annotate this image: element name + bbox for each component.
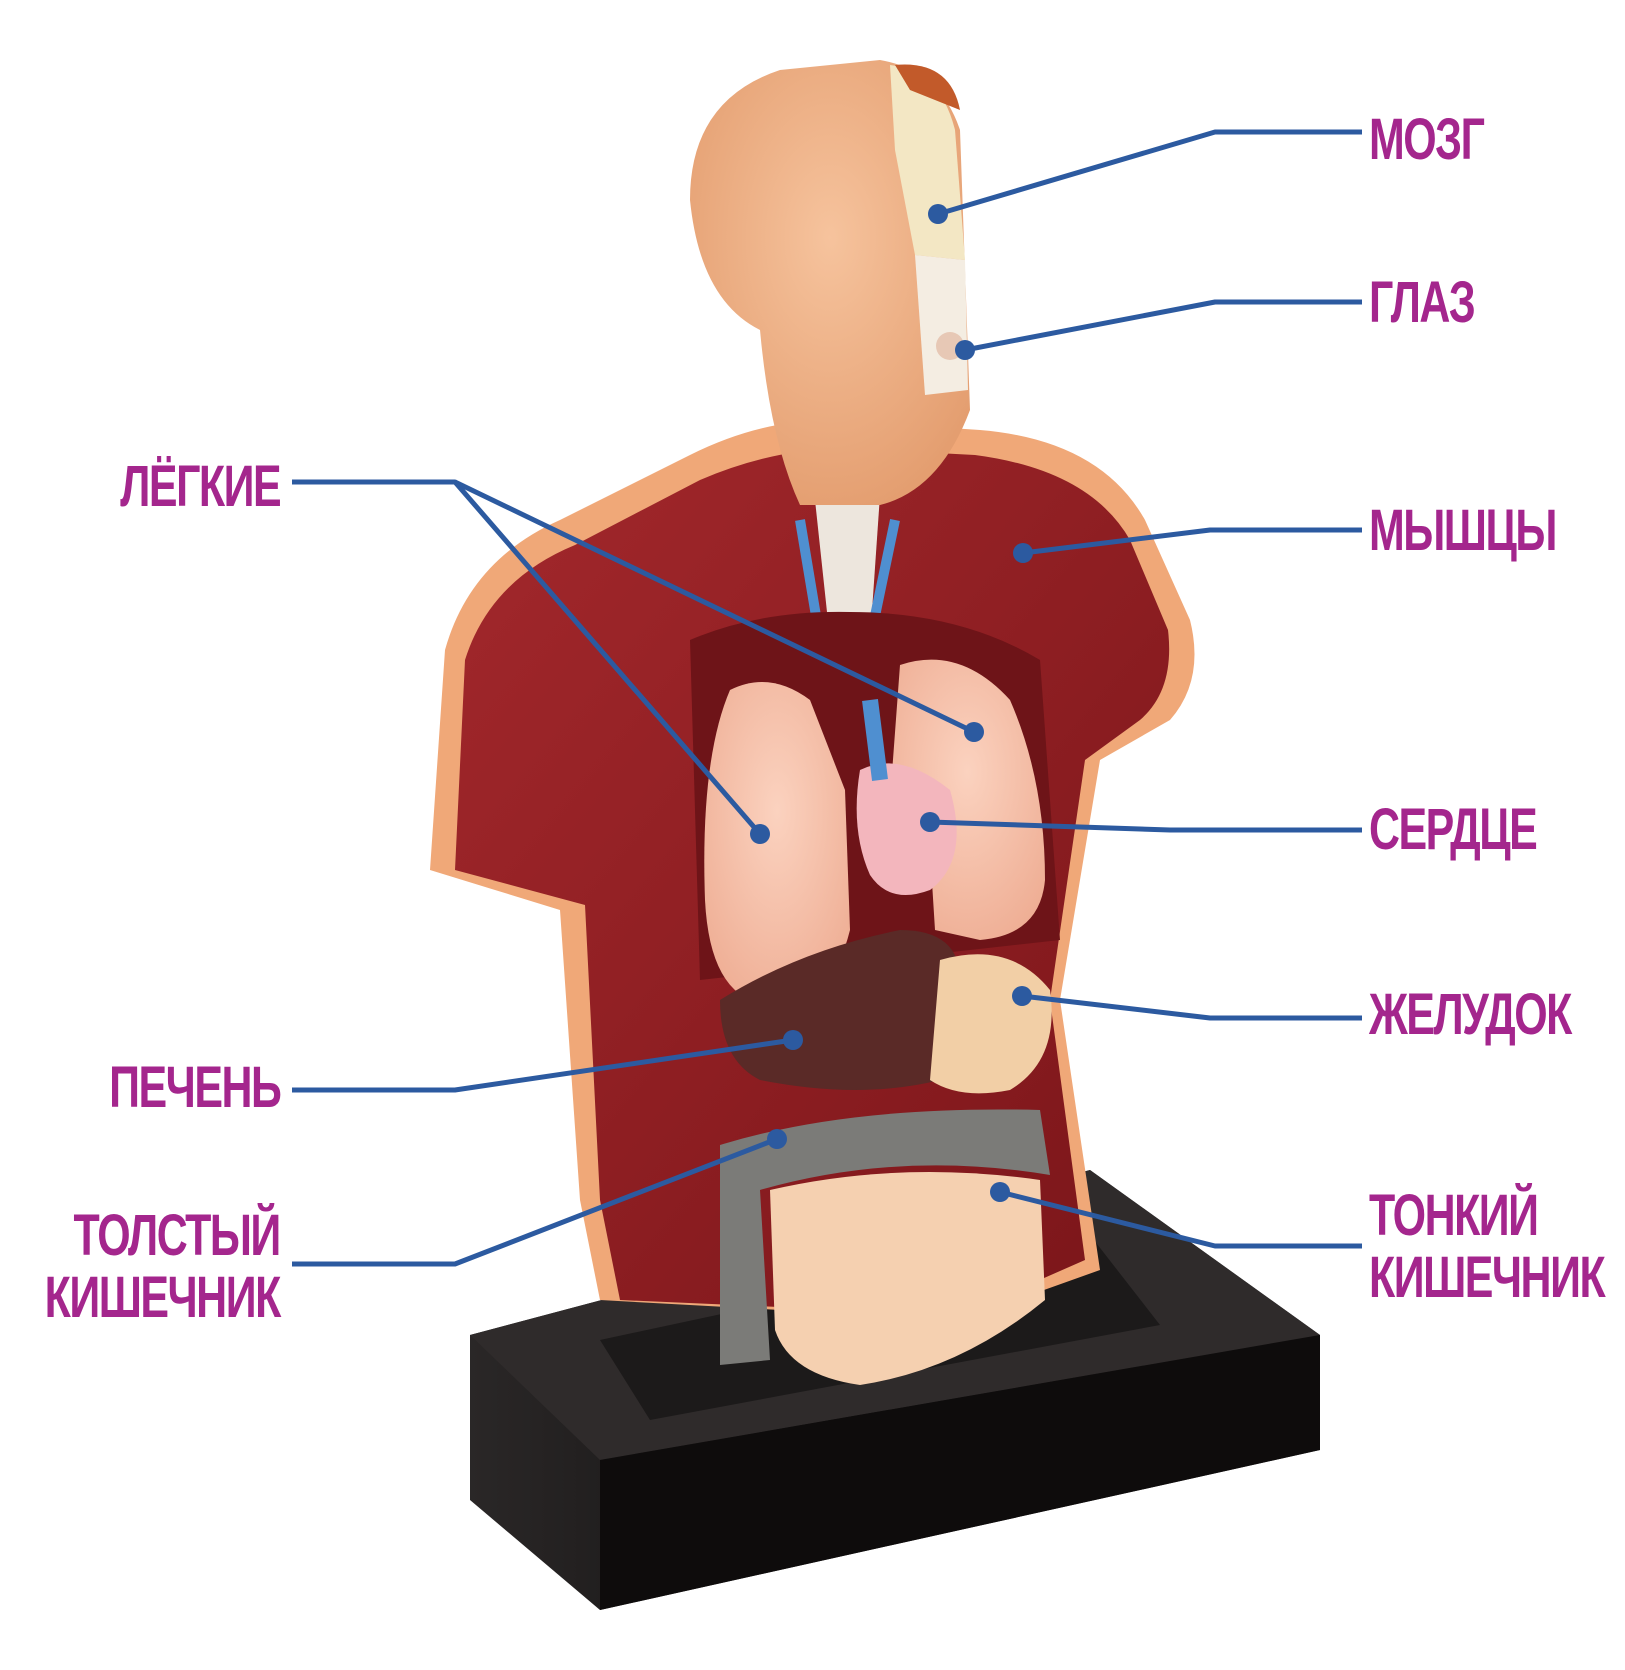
leader-lungs-b (455, 482, 974, 732)
label-liver-text: ПЕЧЕНЬ (109, 1057, 280, 1119)
leader-brain (938, 132, 1362, 214)
label-small-intestine-line1: ТОНКИЙ (1369, 1185, 1604, 1247)
label-lungs: ЛЁГКИЕ (120, 456, 280, 518)
leader-liver (292, 1040, 793, 1090)
label-stomach: ЖЕЛУДОК (1369, 984, 1571, 1046)
leader-heart (930, 822, 1362, 830)
label-muscles: МЫШЦЫ (1369, 500, 1556, 562)
label-large-intestine-line1: ТОЛСТЫЙ (45, 1205, 280, 1267)
leader-large-intestine (292, 1139, 777, 1264)
leader-stomach-dot (1012, 986, 1032, 1006)
leader-lungs-a (292, 482, 760, 834)
label-heart: СЕРДЦЕ (1369, 799, 1536, 861)
label-large-intestine: ТОЛСТЫЙ КИШЕЧНИК (45, 1205, 280, 1329)
leader-lungs-a-dot (750, 824, 770, 844)
label-stomach-text: ЖЕЛУДОК (1369, 984, 1571, 1046)
label-liver: ПЕЧЕНЬ (109, 1057, 280, 1119)
label-small-intestine: ТОНКИЙ КИШЕЧНИК (1369, 1185, 1604, 1309)
label-small-intestine-line2: КИШЕЧНИК (1369, 1247, 1604, 1309)
leader-liver-dot (783, 1030, 803, 1050)
leader-eye (965, 302, 1362, 350)
leader-muscles (1023, 530, 1362, 553)
leader-muscles-dot (1013, 543, 1033, 563)
leader-small-intestine-dot (990, 1182, 1010, 1202)
leader-stomach (1022, 996, 1362, 1018)
label-eye-text: ГЛАЗ (1369, 272, 1474, 334)
label-eye: ГЛАЗ (1369, 272, 1474, 334)
label-brain: МОЗГ (1369, 109, 1483, 171)
leader-eye-dot (955, 340, 975, 360)
label-muscles-text: МЫШЦЫ (1369, 500, 1556, 562)
leader-small-intestine (1000, 1192, 1362, 1246)
label-heart-text: СЕРДЦЕ (1369, 799, 1536, 861)
leader-heart-dot (920, 812, 940, 832)
label-brain-text: МОЗГ (1369, 109, 1483, 171)
leader-large-intestine-dot (767, 1129, 787, 1149)
label-lungs-text: ЛЁГКИЕ (120, 456, 280, 518)
label-large-intestine-line2: КИШЕЧНИК (45, 1267, 280, 1329)
leader-lungs-b-dot (964, 722, 984, 742)
leader-brain-dot (928, 204, 948, 224)
